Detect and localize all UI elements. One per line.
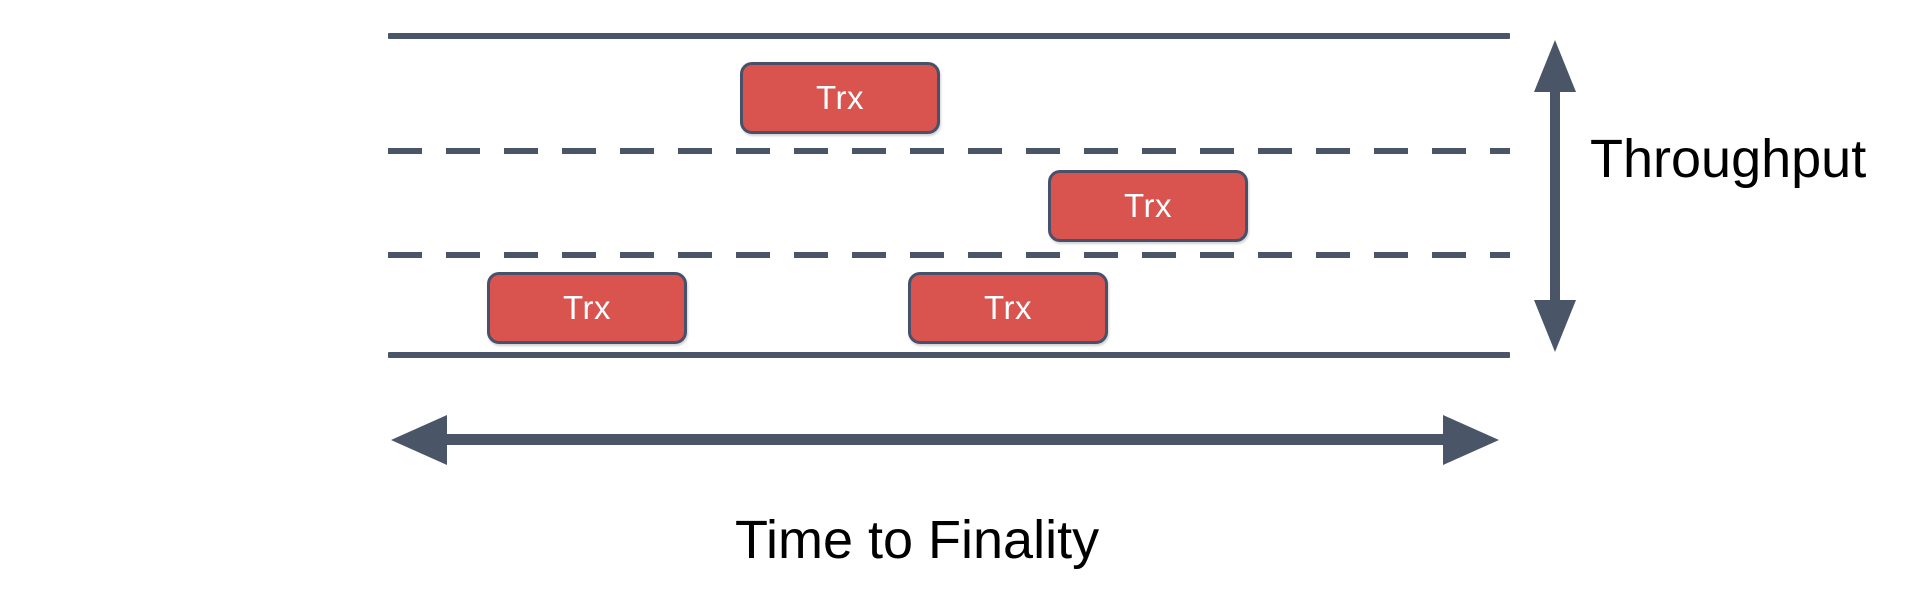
trx-label: Trx bbox=[1124, 187, 1172, 224]
lane-top-boundary-line bbox=[388, 33, 1510, 39]
trx-box-lane1-a[interactable]: Trx bbox=[740, 62, 940, 134]
throughput-arrow-head-up bbox=[1534, 40, 1576, 92]
lane-divider-1 bbox=[388, 148, 1510, 154]
trx-label: Trx bbox=[816, 79, 864, 116]
lane-divider-2 bbox=[388, 252, 1510, 258]
trx-box-lane2-a[interactable]: Trx bbox=[1048, 170, 1248, 242]
throughput-axis-label: Throughput bbox=[1590, 129, 1867, 189]
lane-bottom-boundary-line bbox=[388, 352, 1510, 358]
trx-box-lane3-a[interactable]: Trx bbox=[487, 272, 687, 344]
throughput-arrow bbox=[1534, 40, 1576, 352]
time-to-finality-axis-label: Time to Finality bbox=[735, 510, 1100, 570]
throughput-arrow-shaft bbox=[1550, 86, 1560, 308]
time-arrow-shaft bbox=[441, 434, 1449, 445]
time-arrow-head-left bbox=[391, 415, 447, 465]
throughput-arrow-head-down bbox=[1534, 300, 1576, 352]
trx-box-lane3-b[interactable]: Trx bbox=[908, 272, 1108, 344]
trx-label: Trx bbox=[984, 289, 1032, 326]
time-arrow-head-right bbox=[1443, 415, 1499, 465]
trx-label: Trx bbox=[563, 289, 611, 326]
time-to-finality-arrow bbox=[391, 415, 1499, 465]
